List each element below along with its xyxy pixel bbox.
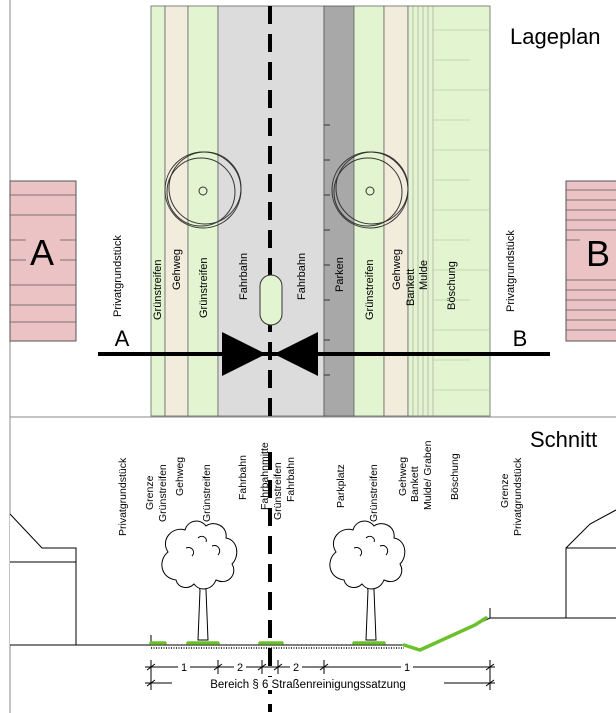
sec-label-sidewalk-left: Gehweg [174,457,186,496]
traffic-island [259,274,283,326]
plan-label-boeschung: Böschung [446,261,458,310]
section-house-left [9,513,77,646]
section-tree-right [329,520,406,641]
sec-label-green-right: Grünstreifen [368,464,380,522]
section-ground-line [10,617,616,651]
sec-label-parking: Parkplatz [335,464,347,508]
plan-label-green1: Grünstreifen [152,259,164,320]
dim-label-3: 2 [293,662,299,674]
sec-label-bankett: Bankett [409,466,421,502]
cut-label-b: B [513,326,528,351]
sec-label-green-left-a: Grünstreifen [157,464,169,522]
plan-title: Lageplan [510,24,601,49]
plan-label-private-right: Privatgrundstück [505,230,517,312]
section-title: Schnitt [530,427,597,452]
dim-label-2: 2 [237,662,243,674]
cut-arrow-left [222,332,266,376]
plan-label-parking: Parken [334,257,346,292]
tree-plan-left [164,151,242,229]
dim-label-1: 1 [181,662,187,674]
plan-embankment-zone [407,5,491,417]
sec-label-green-mid: Grünstreifen [272,462,284,520]
plan-label-lane-left: Fahrbahn [238,253,250,300]
sec-label-private-left: Privatgrundstück [117,457,129,536]
cross-section: Schnitt Privatgrundstück Grenze Grünstre… [9,427,616,712]
plan-label-bankett: Bankett [405,269,417,306]
building-left [9,180,77,342]
site-plan: A B A B Privatgrundstück Grünstreifen Ge… [9,5,616,417]
tree-plan-right [331,151,409,229]
plan-label-green2: Grünstreifen [198,257,210,318]
plan-label-mulde: Mulde [418,260,430,290]
plan-label-sidewalk-right: Gehweg [391,249,403,290]
sec-label-grenze-right: Grenze [499,473,511,508]
building-right [565,180,616,342]
plan-green-strip-3 [353,5,385,417]
plan-green-strip-2 [187,5,219,417]
parking-ticks [324,124,330,376]
plan-parking-strip [323,5,355,417]
sec-label-sidewalk-right: Gehweg [397,457,409,496]
cut-arrow-right [274,332,318,376]
plan-label-lane-right: Fahrbahn [296,253,308,300]
sec-label-private-right: Privatgrundstück [512,457,524,536]
section-green-segments [149,616,488,652]
sec-label-grenze-left: Grenze [144,475,156,510]
section-tree-left [161,520,238,641]
section-house-right [565,509,616,619]
sec-label-lane-right: Fahrbahn [285,457,297,502]
plan-label-private-left: Privatgrundstück [112,235,124,317]
building-right-letter: B [586,233,610,274]
dim-label-4: 1 [404,662,410,674]
building-left-letter: A [30,232,54,273]
sec-label-boeschung: Böschung [449,453,461,500]
plan-label-green3: Grünstreifen [364,259,376,320]
plan-label-sidewalk-left: Gehweg [171,249,183,290]
sec-label-mulde: Mulde/ Graben [422,440,434,510]
section-extent-label: Bereich § 6 Straßenreinigungssatzung [210,679,406,691]
cut-label-a: A [115,326,130,351]
embankment-hatching [433,29,490,391]
sec-label-green-left-b: Grünstreifen [201,464,213,522]
sec-label-lane-left: Fahrbahn [237,455,249,500]
